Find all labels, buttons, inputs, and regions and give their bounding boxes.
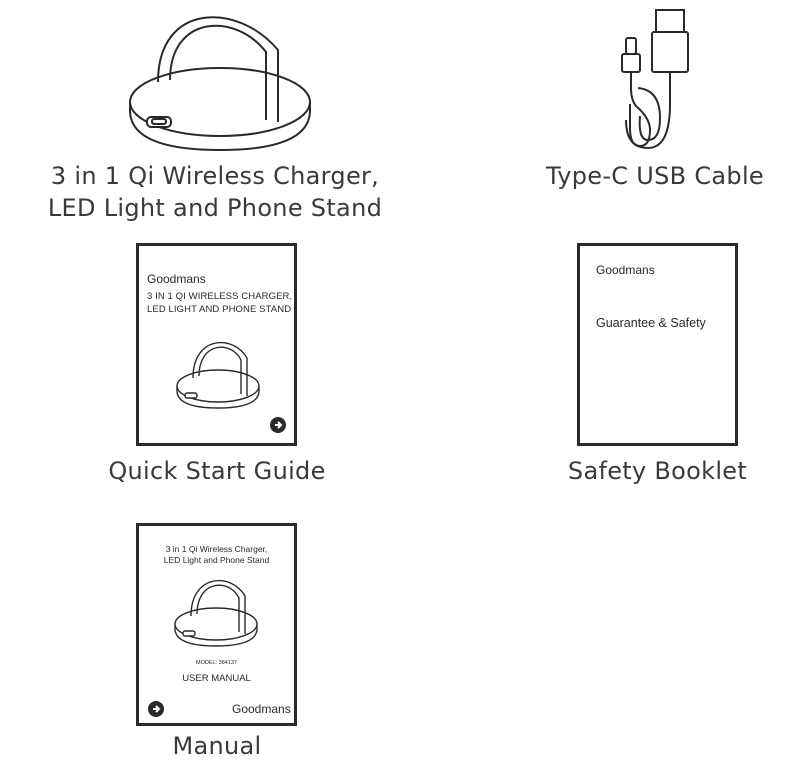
- qsg-caption: Quick Start Guide: [108, 457, 326, 485]
- cable-caption: Type-C USB Cable: [546, 162, 764, 190]
- qsg-title: 3 IN 1 QI WIRELESS CHARGER, LED LIGHT AN…: [147, 290, 292, 316]
- safety-title: Guarantee & Safety: [596, 316, 706, 330]
- manual-brand: Goodmans: [232, 702, 291, 716]
- manual-title-line2: LED Light and Phone Stand: [163, 555, 270, 565]
- safety-caption: Safety Booklet: [567, 457, 748, 485]
- logo-icon: [148, 701, 164, 717]
- qsg-title-line1: 3 IN 1 QI WIRELESS CHARGER,: [147, 291, 293, 302]
- logo-icon: [270, 417, 286, 433]
- safety-booklet: Goodmans Guarantee & Safety: [577, 243, 738, 446]
- usb-cable-icon: [621, 9, 689, 150]
- charger-caption: 3 in 1 Qi Wireless Charger, LED Light an…: [40, 160, 390, 224]
- charger-icon: [174, 580, 258, 647]
- manual-model: MODEL: 384137: [196, 660, 237, 666]
- safety-brand: Goodmans: [596, 263, 655, 277]
- qsg-brand: Goodmans: [147, 272, 206, 286]
- quick-start-guide-booklet: Goodmans 3 IN 1 QI WIRELESS CHARGER, LED…: [136, 243, 297, 446]
- manual-booklet: 3 in 1 Qi Wireless Charger, LED Light an…: [136, 523, 297, 726]
- charger-icon: [176, 342, 260, 409]
- manual-caption: Manual: [172, 732, 262, 760]
- charger-caption-line2: LED Light and Phone Stand: [47, 194, 383, 222]
- manual-title-line1: 3 in 1 Qi Wireless Charger,: [165, 544, 268, 554]
- qsg-title-line2: LED LIGHT AND PHONE STAND: [147, 304, 292, 315]
- charger-illustration: [129, 16, 311, 152]
- manual-title: 3 in 1 Qi Wireless Charger, LED Light an…: [139, 544, 294, 566]
- charger-caption-line1: 3 in 1 Qi Wireless Charger,: [50, 162, 380, 190]
- manual-subtitle: USER MANUAL: [182, 673, 251, 684]
